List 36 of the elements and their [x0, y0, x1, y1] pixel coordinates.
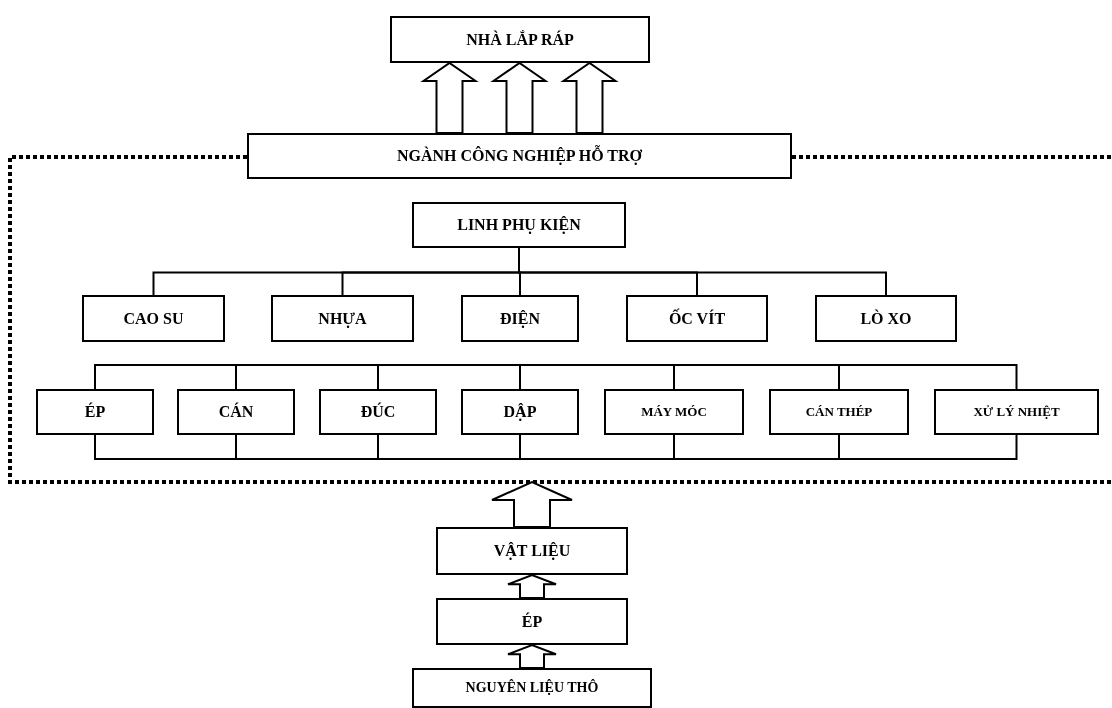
label-box: CAO SU: [82, 295, 225, 342]
connector-line: [519, 434, 675, 460]
block-arrow: [490, 61, 549, 134]
connector-line: [673, 364, 840, 390]
label-box: XỬ LÝ NHIỆT: [934, 389, 1099, 435]
connector-line: [519, 364, 675, 390]
label-box: NGÀNH CÔNG NGHIỆP HỖ TRỢ: [247, 133, 792, 179]
label-box: LINH PHỤ KIỆN: [412, 202, 626, 248]
label-box: CÁN THÉP: [769, 389, 909, 435]
label-box: NGUYÊN LIỆU THÔ: [412, 668, 652, 708]
connector-line: [377, 364, 521, 390]
label-box: NHỰA: [271, 295, 414, 342]
block-arrow: [507, 643, 557, 669]
block-arrow: [491, 480, 573, 528]
connector-line: [377, 434, 521, 460]
connector-line: [94, 364, 237, 390]
connector-line: [235, 364, 379, 390]
connector-line: [838, 434, 1018, 460]
label-box: LÒ XO: [815, 295, 957, 342]
block-arrow: [560, 61, 619, 134]
connector-line: [235, 434, 379, 460]
label-box: VẬT LIỆU: [436, 527, 628, 575]
label-box: ĐIỆN: [461, 295, 579, 342]
block-arrow: [420, 61, 479, 134]
connector-line: [838, 364, 1018, 390]
connector-line: [94, 434, 237, 460]
label-box: ỐC VÍT: [626, 295, 768, 342]
label-box: ÉP: [36, 389, 154, 435]
block-arrow: [507, 573, 557, 599]
label-box: ÉP: [436, 598, 628, 645]
label-box: NHÀ LẮP RÁP: [390, 16, 650, 63]
label-box: DẬP: [461, 389, 579, 435]
label-box: MÁY MÓC: [604, 389, 744, 435]
label-box: CÁN: [177, 389, 295, 435]
label-box: ĐÚC: [319, 389, 437, 435]
connector-line: [673, 434, 840, 460]
